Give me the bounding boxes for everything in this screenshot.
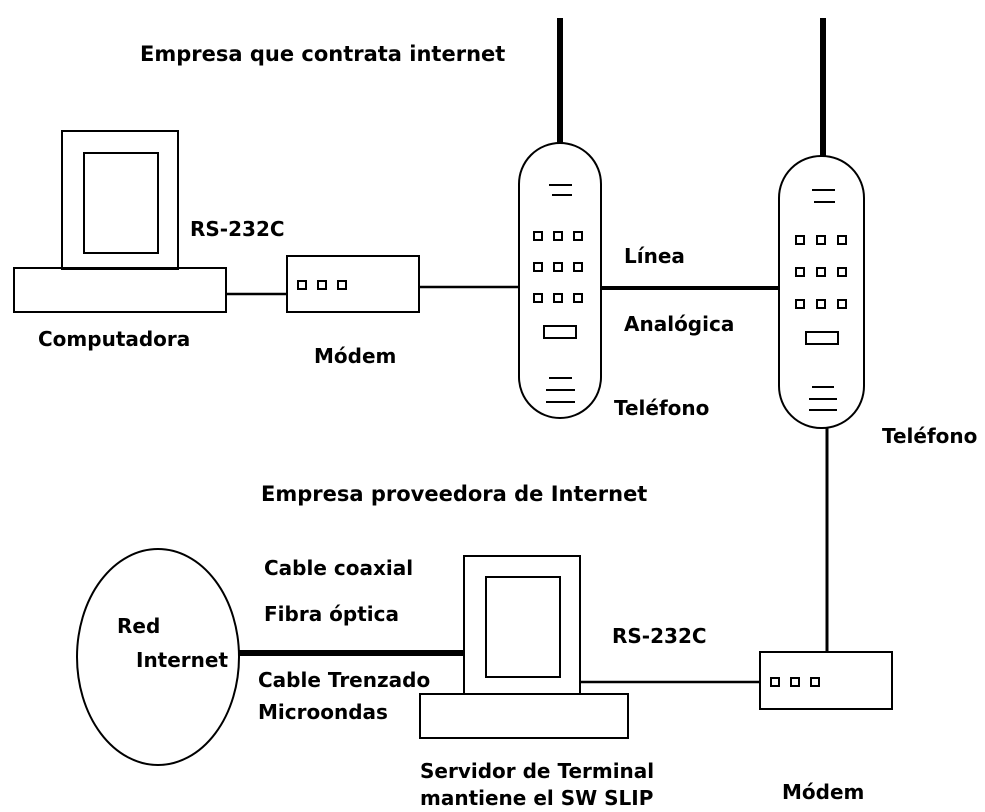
telefono-left-label: Teléfono (614, 396, 710, 420)
servidor-label-line2: mantiene el SW SLIP (420, 786, 654, 810)
phone-right-icon (778, 18, 865, 429)
servidor-label-line1: Servidor de Terminal (420, 759, 655, 783)
modem-top-icon (286, 255, 420, 313)
empresa-contrata-label: Empresa que contrata internet (140, 42, 506, 66)
rs232-top-label: RS-232C (190, 217, 285, 241)
cable-trenzado-label: Cable Trenzado (258, 668, 431, 692)
server-base (419, 693, 629, 739)
fibra-optica-label: Fibra óptica (264, 602, 399, 626)
internet-label: Internet (136, 648, 229, 672)
modem-top-label: Módem (314, 344, 397, 368)
modem-bottom-label: Módem (782, 780, 865, 804)
cable-coaxial-label: Cable coaxial (264, 556, 414, 580)
computer-screen (83, 152, 159, 254)
linea-label: Línea (624, 244, 685, 268)
server-icon (419, 555, 629, 739)
rs232-bottom-label: RS-232C (612, 624, 707, 648)
red-label: Red (117, 614, 161, 638)
server-screen (485, 576, 561, 678)
microondas-label: Microondas (258, 700, 388, 724)
empresa-proveedora-label: Empresa proveedora de Internet (261, 482, 648, 506)
computer-icon (13, 130, 227, 313)
internet-cloud (76, 548, 240, 766)
computer-base (13, 267, 227, 313)
computadora-label: Computadora (38, 327, 191, 351)
analogica-label: Analógica (624, 312, 735, 336)
modem-bottom-icon (759, 651, 893, 710)
computer-monitor (61, 130, 179, 270)
telefono-right-label: Teléfono (882, 424, 978, 448)
phone-left-icon (518, 18, 602, 419)
